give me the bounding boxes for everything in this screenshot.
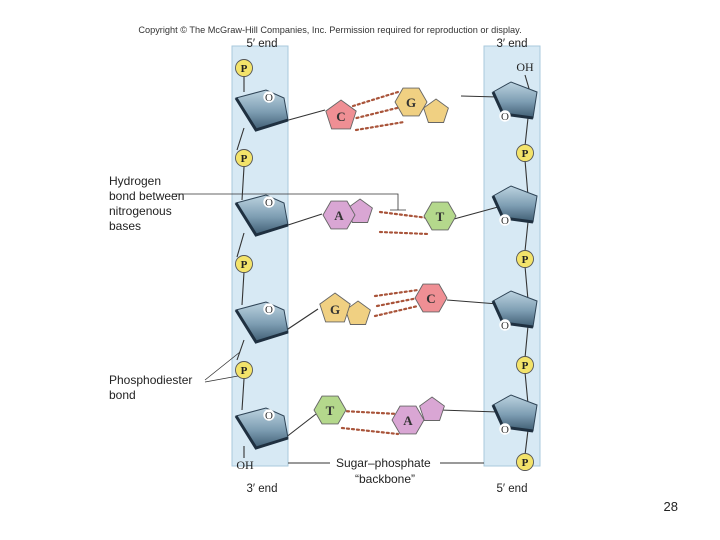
base-letter: A (334, 208, 344, 223)
glycosidic-bond-6 (446, 299, 499, 305)
ring-oxygen: O (501, 424, 509, 436)
phosphate-symbol: P (241, 365, 248, 377)
left-backbone-line (236, 76, 245, 458)
phosphate-5: P (516, 144, 534, 162)
left-sugar-3: O (234, 301, 289, 344)
hydrogen-bond-label-line-4: bases (109, 219, 141, 233)
phosphate-1: P (235, 59, 253, 77)
ring-oxygen: O (501, 215, 509, 227)
phosphate-8: P (516, 453, 534, 471)
glycosidic-bond-1 (284, 109, 326, 122)
backbone-label-line-1: Sugar–phosphate (336, 456, 431, 470)
phosphodiester-label-line-2: bond (109, 388, 136, 402)
hydrogen-bond-1-2 (354, 120, 406, 132)
glycosidic-bond-2 (460, 95, 499, 98)
phosphate-3: P (235, 255, 253, 273)
phosphodiester-leader-2 (204, 375, 239, 383)
hydrogen-bond-2-2 (378, 230, 430, 236)
base-letter: C (336, 109, 345, 124)
hydrogen-bond-4-2 (340, 426, 400, 436)
right-strand-top-label: 3′ end (497, 38, 528, 50)
hydrogen-bond-label: Hydrogen bond between nitrogenous bases (109, 174, 188, 233)
sugar-base-links (284, 95, 499, 439)
left-strand-top-label: 5′ end (247, 38, 278, 50)
page-number: 28 (663, 499, 678, 514)
hydrogen-bond-label-line-2: bond between (109, 189, 184, 203)
glycosidic-bond-5 (284, 308, 319, 332)
glycosidic-bond-8 (439, 409, 499, 413)
backbone-label-line-2: “backbone” (355, 472, 415, 486)
glycosidic-bond-7 (284, 413, 317, 439)
right-sugar-2: O (491, 185, 538, 227)
ring-oxygen: O (265, 92, 273, 104)
ring-oxygen: O (265, 410, 273, 422)
hydrogen-bond-label-line-3: nitrogenous (109, 204, 172, 218)
phosphate-symbol: P (241, 259, 248, 271)
hydrogen-bond-label-line-1: Hydrogen (109, 174, 161, 188)
phosphate-6: P (516, 250, 534, 268)
hydrogen-bond-2-1 (378, 210, 430, 220)
right-terminal-oh: OH (516, 60, 534, 74)
glycosidic-bond-4 (453, 206, 499, 220)
phosphate-symbol: P (241, 153, 248, 165)
base-pair-2-right-T: T (423, 201, 457, 231)
hydrogen-bond-4-1 (340, 409, 400, 416)
ring-oxygen: O (501, 320, 509, 332)
base-letter: C (426, 291, 435, 306)
phosphate-groups: P P P P P P P P (235, 59, 534, 471)
phosphate-symbol: P (522, 254, 529, 266)
hydrogen-bond-1-3 (355, 105, 403, 120)
right-sugar-3: O (491, 290, 538, 332)
sugars: O O O O O O O O (234, 81, 538, 450)
base-letter: T (326, 403, 335, 418)
right-sugar-1: O (491, 81, 538, 123)
ring-oxygen: O (501, 111, 509, 123)
base-pair-3-right-C: C (414, 283, 448, 313)
left-sugar-1: O (234, 89, 289, 132)
base-letter: A (403, 413, 413, 428)
phosphate-symbol: P (522, 457, 529, 469)
left-strand-bottom-label: 3′ end (247, 483, 278, 495)
base-letter: T (436, 209, 445, 224)
phosphate-symbol: P (522, 360, 529, 372)
base-pair-1-right-G: G (394, 87, 449, 123)
phosphate-2: P (235, 149, 253, 167)
phosphate-7: P (516, 356, 534, 374)
hydrogen-bond-leader (172, 193, 406, 211)
base-pair-4-right-A: A (391, 396, 445, 435)
glycosidic-bond-3 (284, 213, 323, 227)
hydrogen-bond-3-2 (373, 304, 420, 318)
base-pair-1-left-C: C (325, 99, 357, 130)
base-letter: G (330, 302, 340, 317)
ring-oxygen: O (265, 197, 273, 209)
ring-oxygen: O (265, 304, 273, 316)
hydrogen-bond-3-3 (375, 296, 420, 308)
hydrogen-bond-1-1 (351, 90, 400, 108)
right-strand-bottom-label: 5′ end (497, 483, 528, 495)
left-sugar-2: O (234, 194, 289, 237)
base-pair-4-left-T: T (313, 395, 347, 425)
copyright-notice: Copyright © The McGraw-Hill Companies, I… (138, 25, 521, 35)
phosphate-symbol: P (522, 148, 529, 160)
phosphodiester-leader-1 (204, 351, 241, 381)
nitrogenous-bases: C G A T G C T A (313, 87, 457, 435)
hydrogen-bonds (340, 90, 430, 436)
phosphodiester-label: Phosphodiester bond (109, 373, 196, 402)
hydrogen-bond-3-1 (373, 288, 420, 298)
phosphate-symbol: P (241, 63, 248, 75)
backbone-label: Sugar–phosphate “backbone” (336, 456, 434, 486)
base-pair-3-left-G: G (319, 292, 371, 325)
left-sugar-4: O (234, 407, 289, 450)
base-pair-2-left-A: A (322, 198, 373, 230)
phosphate-4: P (235, 361, 253, 379)
left-terminal-oh: OH (236, 458, 254, 472)
right-sugar-4: O (491, 394, 538, 436)
base-letter: G (406, 95, 416, 110)
phosphodiester-label-line-1: Phosphodiester (109, 373, 192, 387)
right-backbone-line (524, 74, 531, 456)
